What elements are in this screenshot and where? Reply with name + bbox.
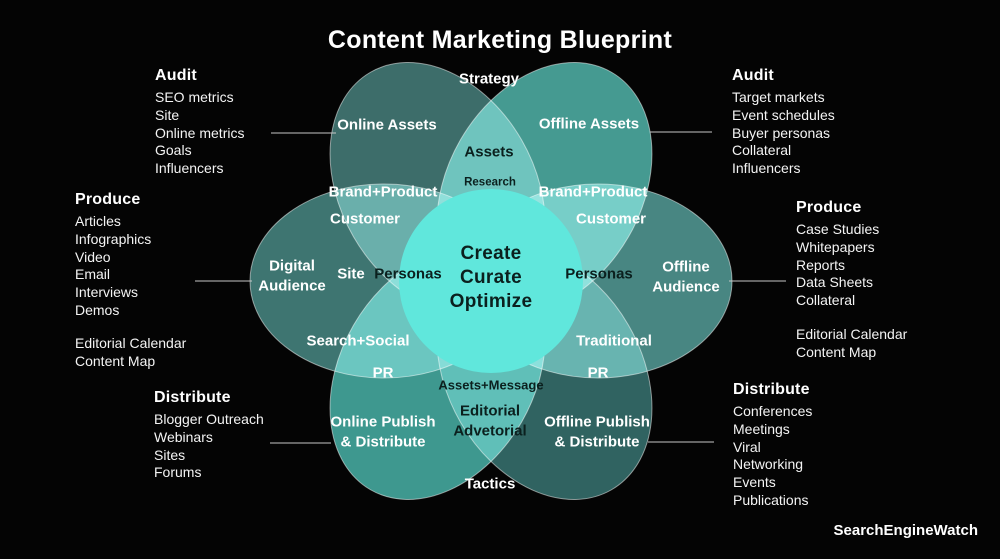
right-distribute-heading: Distribute [733, 381, 810, 398]
label-tactics: Tactics [464, 475, 516, 493]
list-item: Collateral [796, 292, 856, 309]
left-distribute-block: Distribute Blogger Outreach Webinars Sit… [154, 388, 264, 482]
left-audit-block: Audit SEO metrics Site Online metrics Go… [155, 66, 244, 178]
list-item: Webinars [154, 428, 213, 445]
list-item: Email [75, 266, 111, 283]
label-brand-product-right: Brand+Product [538, 183, 648, 201]
center-circle [399, 189, 583, 373]
label-line: Offline [662, 258, 710, 276]
list-item: Sites [154, 446, 186, 463]
left-produce-extra-block: Editorial Calendar Content Map [75, 334, 186, 370]
right-audit-block: Audit Target markets Event schedules Buy… [732, 66, 835, 178]
brand-watermark: SearchEngineWatch [833, 522, 978, 539]
label-line: & Distribute [554, 433, 640, 450]
list-item: Editorial Calendar [796, 326, 908, 342]
label-strategy: Strategy [458, 70, 520, 88]
list-item: SEO metrics [155, 89, 234, 105]
label-online-publish: Online Publish & Distribute [330, 413, 435, 452]
label-line: Audience [652, 278, 720, 295]
label-assets: Assets [464, 143, 514, 161]
list-item: Content Map [796, 344, 877, 360]
label-line: Editorial [459, 402, 521, 420]
label-assets-message: Assets+Message [438, 377, 544, 393]
center-line: Curate [460, 267, 522, 288]
list-item: Influencers [155, 160, 224, 177]
list-item: Goals [155, 142, 192, 159]
label-search-social: Search+Social [306, 332, 410, 350]
list-item: Demos [75, 301, 120, 318]
right-produce-list: Case Studies Whitepapers Reports Data Sh… [796, 221, 879, 310]
list-item: Case Studies [796, 221, 880, 237]
center-circle-text: Create Curate Optimize [450, 242, 533, 314]
list-item: Whitepapers [796, 238, 875, 255]
list-item: Viral [733, 438, 761, 455]
list-item: Editorial Calendar [75, 335, 187, 351]
right-produce-block: Produce Case Studies Whitepapers Reports… [796, 198, 879, 310]
label-pr-left: PR [372, 364, 394, 382]
list-item: Site [155, 106, 180, 123]
label-personas-left: Personas [374, 265, 442, 283]
label-brand-product-left: Brand+Product [328, 183, 438, 201]
right-audit-list: Target markets Event schedules Buyer per… [732, 89, 835, 178]
label-traditional: Traditional [576, 332, 652, 350]
label-offline-publish: Offline Publish & Distribute [544, 413, 650, 452]
list-item: Events [733, 474, 776, 491]
right-audit-heading: Audit [732, 67, 774, 84]
right-distribute-list: Conferences Meetings Viral Networking Ev… [733, 403, 812, 510]
label-line: Digital [269, 257, 315, 275]
list-item: Buyer personas [732, 124, 831, 141]
label-online-assets: Online Assets [337, 116, 437, 134]
list-item: Forums [154, 464, 202, 481]
list-item: Interviews [75, 284, 139, 301]
label-customer-left: Customer [329, 210, 401, 228]
list-item: Collateral [732, 142, 792, 159]
label-line: & Distribute [340, 433, 426, 450]
left-audit-heading: Audit [155, 67, 197, 84]
right-produce-extra-block: Editorial Calendar Content Map [796, 325, 907, 361]
list-item: Networking [733, 456, 804, 473]
left-produce-block: Produce Articles Infographics Video Emai… [75, 190, 151, 320]
list-item: Online metrics [155, 124, 245, 141]
page-title: Content Marketing Blueprint [327, 26, 673, 54]
label-digital-audience: Digital Audience [258, 257, 326, 296]
center-line: Optimize [449, 291, 533, 312]
label-research: Research [464, 176, 516, 189]
list-item: Video [75, 248, 111, 265]
list-item: Event schedules [732, 106, 835, 123]
label-line: Advetorial [453, 422, 527, 439]
label-line: Online Publish [330, 413, 436, 431]
left-produce-heading: Produce [75, 191, 141, 208]
label-line: Audience [258, 277, 326, 294]
list-item: Blogger Outreach [154, 411, 264, 427]
list-item: Conferences [733, 403, 813, 419]
label-customer-right: Customer [575, 210, 647, 228]
list-item: Infographics [75, 230, 152, 247]
left-audit-list: SEO metrics Site Online metrics Goals In… [155, 89, 244, 178]
label-editorial-advetorial: Editorial Advetorial [453, 402, 526, 441]
list-item: Articles [75, 213, 121, 229]
list-item: Target markets [732, 89, 825, 105]
label-personas-right: Personas [565, 265, 633, 283]
label-line: Offline Publish [544, 413, 650, 431]
list-item: Meetings [733, 420, 790, 437]
list-item: Influencers [732, 160, 801, 177]
right-produce-heading: Produce [796, 199, 862, 216]
list-item: Data Sheets [796, 274, 874, 291]
list-item: Content Map [75, 353, 156, 369]
center-line: Create [460, 243, 522, 264]
label-offline-audience: Offline Audience [652, 258, 720, 297]
right-distribute-block: Distribute Conferences Meetings Viral Ne… [733, 380, 812, 510]
left-distribute-heading: Distribute [154, 389, 231, 406]
list-item: Reports [796, 256, 846, 273]
label-site: Site [337, 265, 365, 283]
label-offline-assets: Offline Assets [538, 115, 640, 133]
left-distribute-list: Blogger Outreach Webinars Sites Forums [154, 411, 264, 482]
left-produce-list: Articles Infographics Video Email Interv… [75, 213, 151, 320]
label-pr-right: PR [587, 364, 609, 382]
list-item: Publications [733, 491, 809, 508]
